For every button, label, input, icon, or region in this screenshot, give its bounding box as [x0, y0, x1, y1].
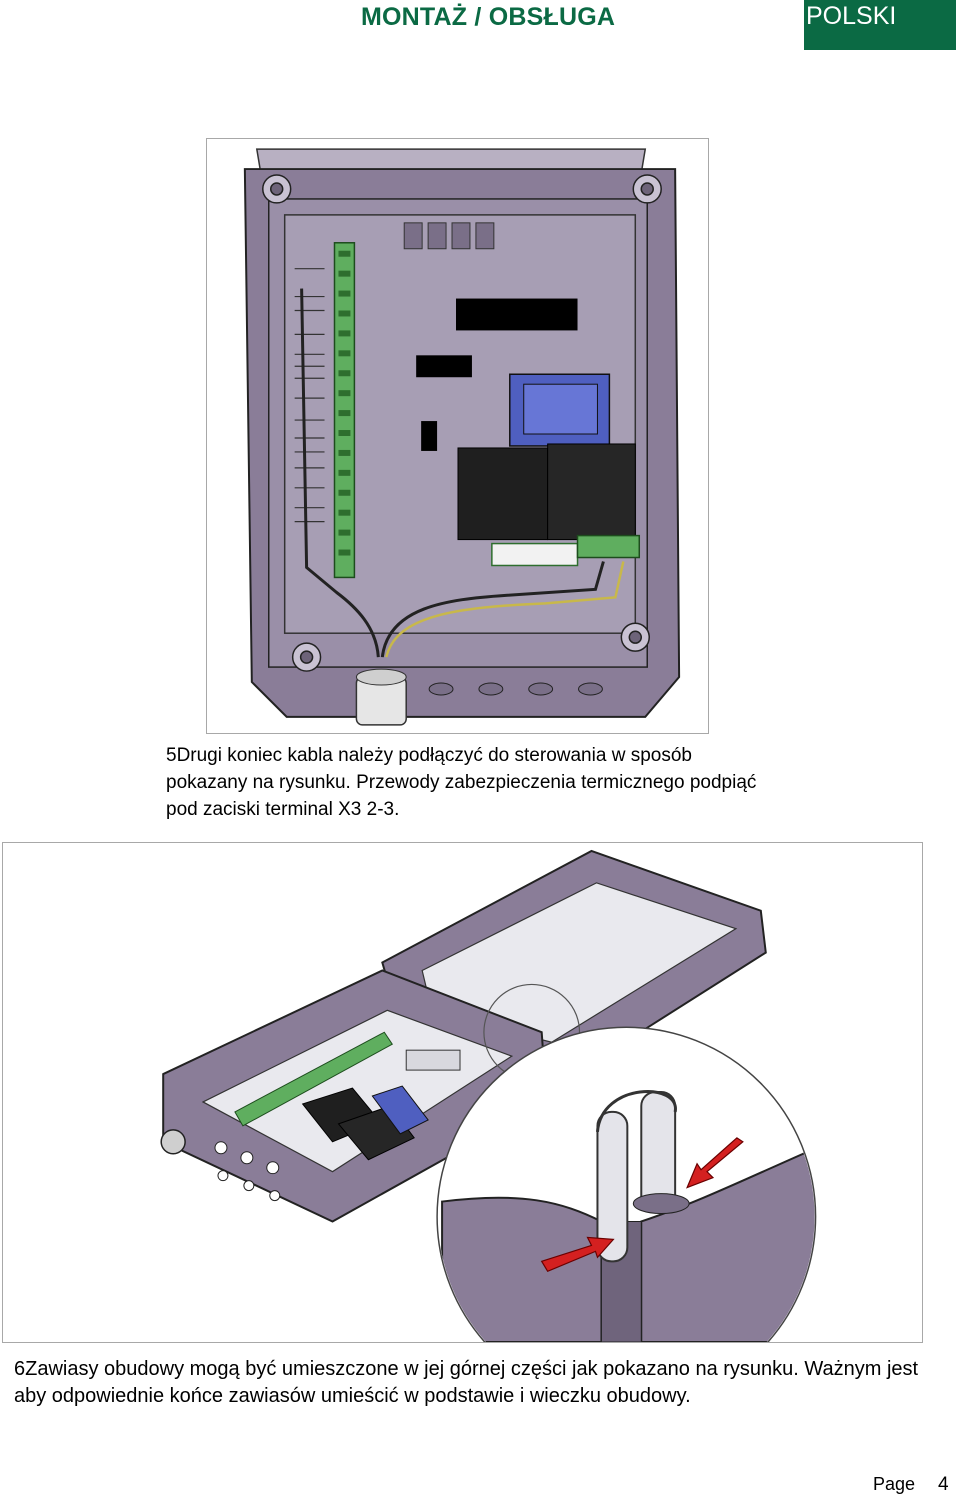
page-number: 4: [938, 1474, 949, 1495]
step-6-instruction: 6Zawiasy obudowy mogą być umieszczone w …: [14, 1358, 919, 1407]
figure-control-box-wiring: [206, 138, 709, 734]
language-badge: POLSKI: [804, 0, 956, 50]
section-title: MONTAŻ / OBSŁUGA: [361, 3, 616, 31]
step-5-instruction: 5Drugi koniec kabla należy podłączyć do …: [166, 745, 757, 820]
figure-hinge-detail: [2, 842, 923, 1343]
page-label: Page: [873, 1474, 916, 1494]
